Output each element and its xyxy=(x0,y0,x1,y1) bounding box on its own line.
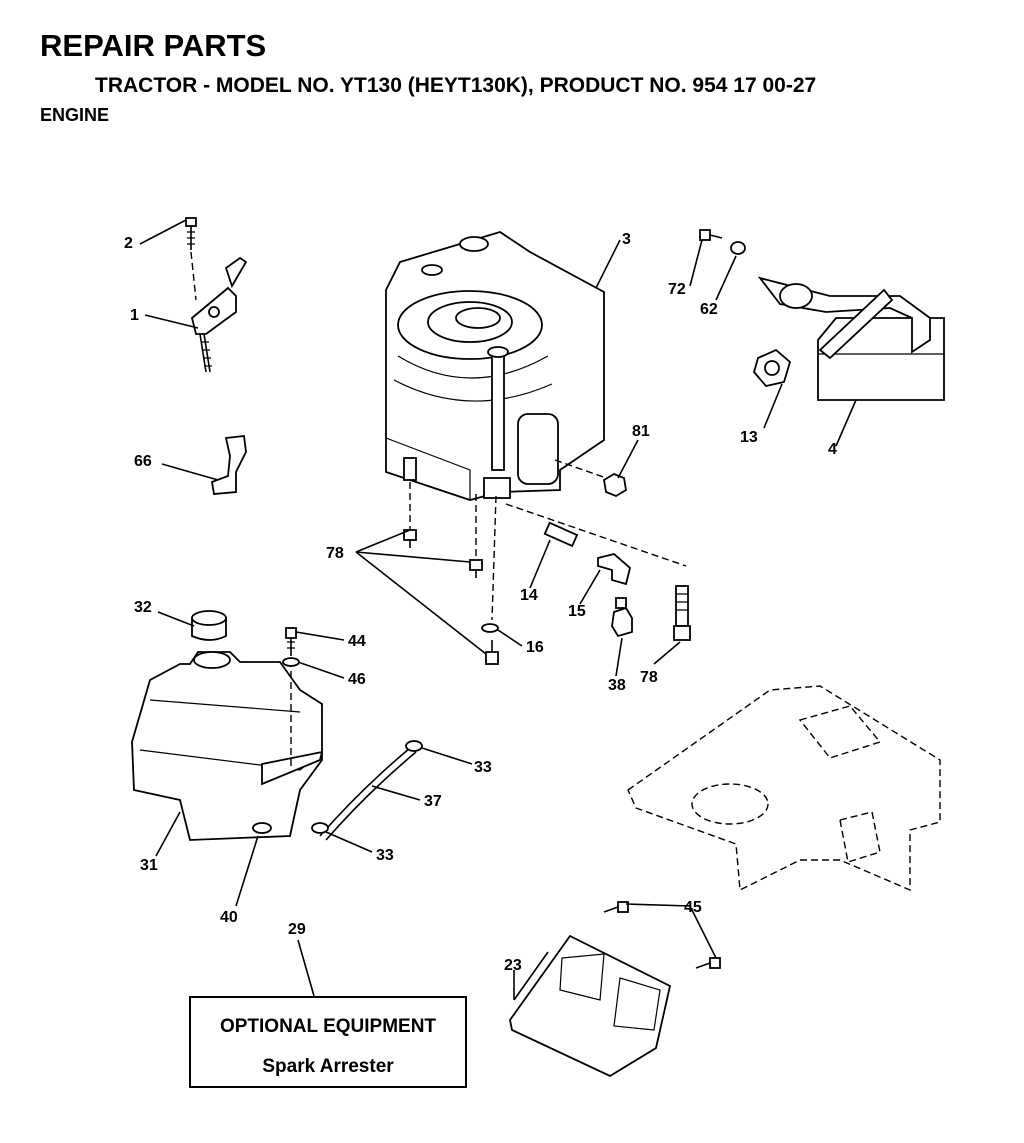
washer-part-46 xyxy=(282,657,300,667)
washer-part-16 xyxy=(481,623,499,633)
bolt-part-78 xyxy=(403,529,691,665)
callout-2: 2 xyxy=(124,235,133,252)
callout-62: 62 xyxy=(700,301,718,318)
callout-13: 13 xyxy=(740,429,758,446)
callout-15: 15 xyxy=(568,603,586,620)
callout-3: 3 xyxy=(622,231,631,248)
callout-78-left: 78 xyxy=(326,545,344,562)
elbow-part-15 xyxy=(597,553,632,586)
washer-part-40 xyxy=(252,822,272,834)
muffler-part-4 xyxy=(757,276,945,401)
model-subtitle: TRACTOR - MODEL NO. YT130 (HEYT130K), PR… xyxy=(95,74,817,97)
pipe-part-14 xyxy=(543,521,579,548)
callout-38: 38 xyxy=(608,677,626,694)
callout-72: 72 xyxy=(668,281,686,298)
nut-part-81 xyxy=(603,472,627,498)
heat-shield-part-23 xyxy=(509,934,672,1078)
leader-lines xyxy=(139,219,857,1001)
callout-labels: 2 1 3 72 62 13 4 81 66 78 14 15 16 38 78… xyxy=(124,231,837,974)
callout-32: 32 xyxy=(134,599,152,616)
callout-44: 44 xyxy=(348,633,366,650)
callout-37: 37 xyxy=(424,793,442,810)
fuel-cap-part-32 xyxy=(191,610,227,641)
optional-equipment-box: OPTIONAL EQUIPMENT Spark Arrester xyxy=(189,996,467,1088)
callout-33-bottom: 33 xyxy=(376,847,394,864)
optional-equipment-item: Spark Arrester xyxy=(262,1056,394,1077)
callout-4: 4 xyxy=(828,441,837,458)
callout-16: 16 xyxy=(526,639,544,656)
bracket-part-66 xyxy=(210,435,247,495)
callout-40: 40 xyxy=(220,909,238,926)
callout-31: 31 xyxy=(140,857,158,874)
callout-33-top: 33 xyxy=(474,759,492,776)
callout-23: 23 xyxy=(504,957,522,974)
screw-part-45 xyxy=(603,901,721,969)
callout-78-right: 78 xyxy=(640,669,658,686)
callout-81: 81 xyxy=(632,423,650,440)
nut-part-38 xyxy=(611,597,633,638)
section-label: ENGINE xyxy=(40,105,110,125)
bolt-part-72 xyxy=(699,229,723,241)
callout-29: 29 xyxy=(288,921,306,938)
callout-1: 1 xyxy=(130,307,139,324)
fuel-tank-part-31 xyxy=(131,651,324,841)
fuel-line-part-37 xyxy=(319,747,417,841)
throttle-control-part xyxy=(190,256,248,373)
gasket-part-13 xyxy=(753,348,792,387)
engine-part-3 xyxy=(385,231,687,621)
screw-part-2 xyxy=(185,217,197,301)
screw-part-44 xyxy=(285,627,297,770)
tractor-frame xyxy=(627,685,941,892)
callout-14: 14 xyxy=(520,587,538,604)
optional-equipment-heading: OPTIONAL EQUIPMENT xyxy=(220,1016,436,1037)
callout-45: 45 xyxy=(684,899,702,916)
callout-66: 66 xyxy=(134,453,152,470)
callout-46: 46 xyxy=(348,671,366,688)
page-title: REPAIR PARTS xyxy=(40,28,267,63)
washer-part-62 xyxy=(730,241,746,255)
clamp-part-33 xyxy=(311,740,423,834)
